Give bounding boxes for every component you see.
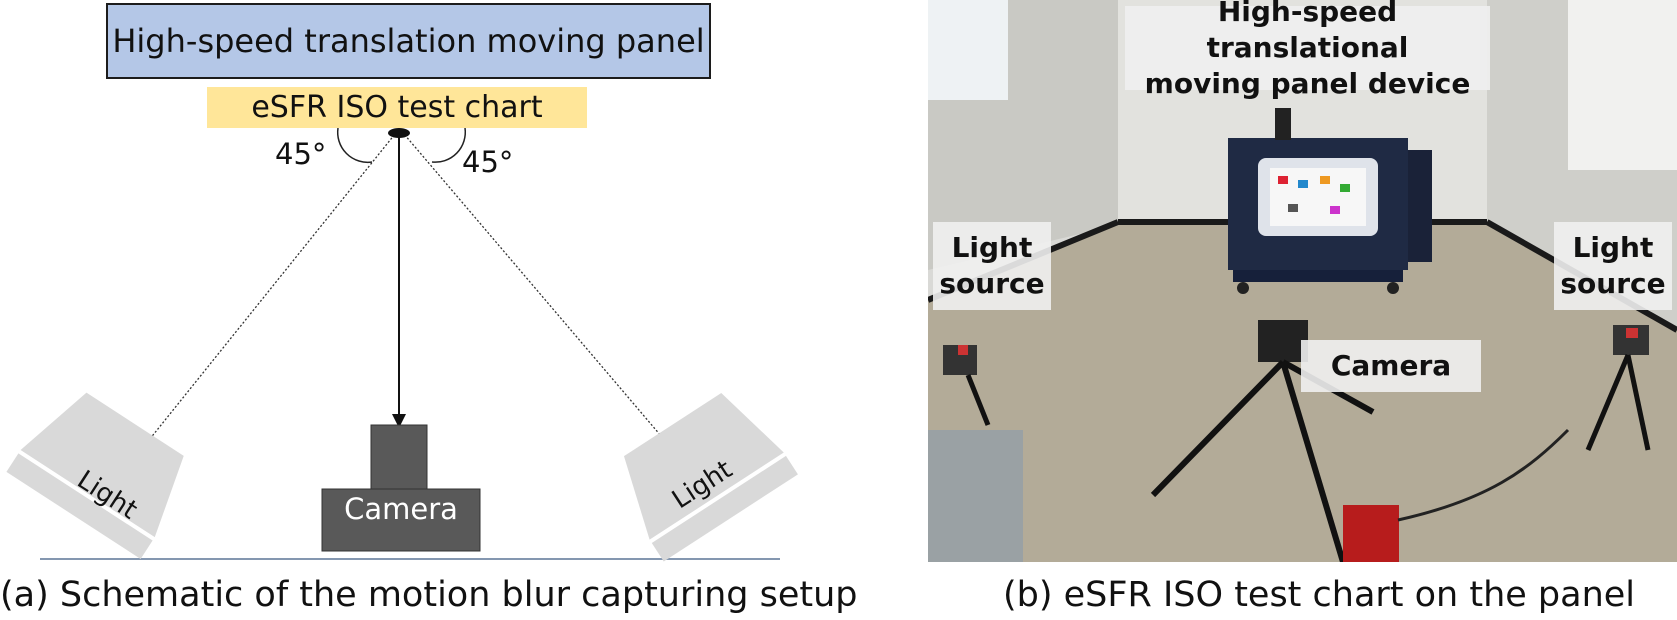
schematic-diagram (6, 127, 798, 562)
moving-panel-box: High-speed translation moving panel (106, 3, 711, 79)
light-ray-right (403, 133, 674, 451)
light-ray-left (144, 133, 396, 446)
caption-photo: (b) eSFR ISO test chart on the panel (1003, 575, 1636, 615)
label-light-source-right: Light source (1554, 222, 1672, 310)
camera-label: Camera (344, 492, 458, 526)
caption-schematic: (a) Schematic of the motion blur capturi… (0, 575, 858, 615)
angle-arc-left (336, 127, 373, 164)
label-panel-device: High-speed translational moving panel de… (1125, 0, 1490, 100)
camera-body-top (370, 424, 428, 492)
light-right-shape (623, 392, 798, 562)
test-chart-box: eSFR ISO test chart (207, 87, 587, 128)
light-left-shape (6, 392, 184, 559)
label-light-source-left: Light source (933, 222, 1051, 310)
angle-arc-right (431, 127, 467, 163)
moving-panel-label: High-speed translation moving panel (112, 22, 705, 60)
test-chart-label: eSFR ISO test chart (251, 90, 543, 125)
angle-label-right: 45° (462, 145, 514, 179)
arrow-head (392, 414, 406, 428)
angle-label-left: 45° (275, 137, 327, 171)
camera-body (321, 488, 481, 552)
setup-photo: High-speed translational moving panel de… (928, 0, 1677, 562)
focus-point (388, 128, 410, 138)
label-camera: Camera (1301, 340, 1481, 392)
